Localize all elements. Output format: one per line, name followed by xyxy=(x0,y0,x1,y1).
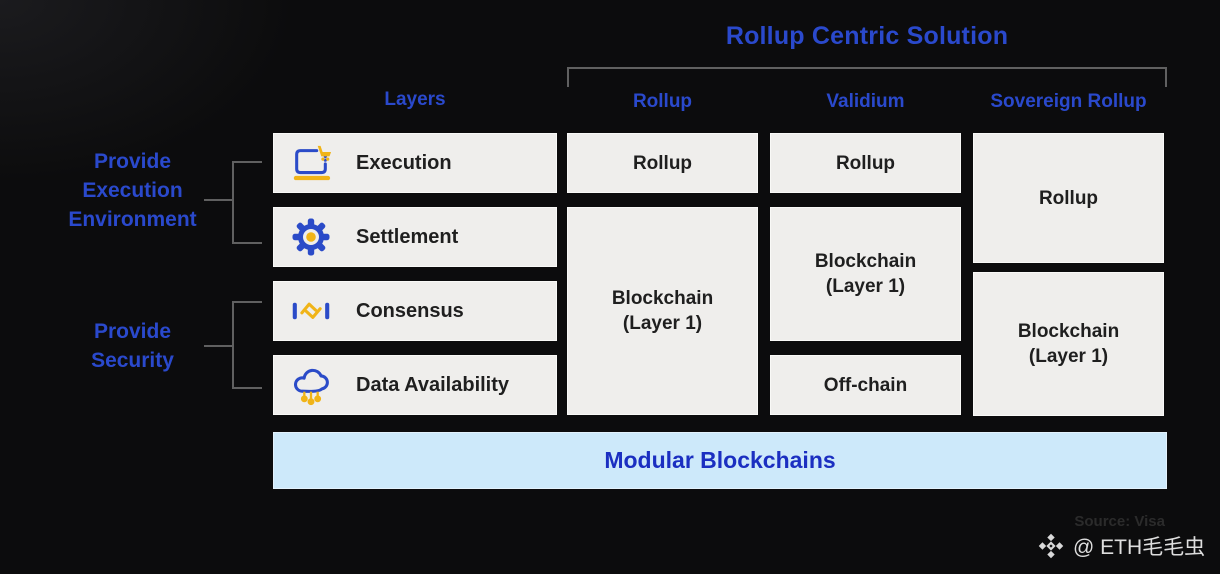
validium-blockchain-box: Blockchain (Layer 1) xyxy=(770,207,961,341)
modular-blockchains-bar: Modular Blockchains xyxy=(273,432,1167,489)
gear-icon xyxy=(290,216,332,258)
exec-bracket-bottom-stub xyxy=(232,242,262,244)
exec-bracket-top-stub xyxy=(232,161,262,163)
side-label-line: Execution xyxy=(82,179,183,202)
layer-label: Settlement xyxy=(356,225,459,248)
exec-bracket-vertical xyxy=(232,161,234,244)
top-bracket-left-end xyxy=(567,67,569,87)
box-label-line: (Layer 1) xyxy=(622,313,703,334)
layer-label: Execution xyxy=(356,151,452,174)
layer-box-data-availability: Data Availability xyxy=(273,355,557,415)
box-label-line: Blockchain xyxy=(1017,321,1120,342)
header-layers: Layers xyxy=(384,89,446,110)
side-label-provide-execution-environment: Provide Execution Environment xyxy=(25,147,240,234)
side-label-provide-security: Provide Security xyxy=(25,317,240,375)
sovereign-rollup-box: Rollup xyxy=(973,133,1164,263)
box-label: Off-chain xyxy=(823,374,908,396)
box-label: Rollup xyxy=(1038,187,1099,209)
layer-label: Data Availability xyxy=(356,373,510,396)
binance-logo-icon xyxy=(1038,533,1064,559)
header-sovereign-rollup: Sovereign Rollup xyxy=(990,91,1147,112)
layer-box-consensus: Consensus xyxy=(273,281,557,341)
rollup-col-blockchain-box: Blockchain (Layer 1) xyxy=(567,207,758,415)
box-label-line: Blockchain xyxy=(611,288,714,309)
diagram-title: Rollup Centric Solution xyxy=(725,22,1009,50)
sovereign-blockchain-box: Blockchain (Layer 1) xyxy=(973,272,1164,416)
watermark-text: @ ETH毛毛虫 xyxy=(1073,536,1206,559)
side-label-line: Security xyxy=(91,349,174,372)
header-validium: Validium xyxy=(826,91,905,112)
layer-box-execution: Execution xyxy=(273,133,557,193)
box-label: Rollup xyxy=(835,152,896,174)
security-bracket-label-dash xyxy=(204,345,233,347)
validium-rollup-box: Rollup xyxy=(770,133,961,193)
box-label: Blockchain (Layer 1) xyxy=(1018,319,1119,369)
validium-offchain-box: Off-chain xyxy=(770,355,961,415)
security-bracket-bottom-stub xyxy=(232,387,262,389)
side-label-line: Provide xyxy=(93,150,172,173)
box-label-line: (Layer 1) xyxy=(825,276,906,297)
cloud-network-icon xyxy=(290,364,332,406)
box-label-line: Blockchain xyxy=(814,251,917,272)
laptop-cart-icon xyxy=(290,142,332,184)
side-label-line: Provide xyxy=(93,320,172,343)
top-bracket-right-end xyxy=(1165,67,1167,87)
rollup-col-rollup-box: Rollup xyxy=(567,133,758,193)
box-label: Blockchain (Layer 1) xyxy=(815,249,916,299)
security-bracket-top-stub xyxy=(232,301,262,303)
box-label: Blockchain (Layer 1) xyxy=(612,286,713,336)
handshake-icon xyxy=(290,290,332,332)
source-credit: Source: Visa xyxy=(1074,513,1165,530)
layer-label: Consensus xyxy=(356,299,464,322)
security-bracket-vertical xyxy=(232,301,234,389)
top-bracket-horizontal xyxy=(567,67,1167,69)
watermark: @ ETH毛毛虫 xyxy=(1038,531,1205,561)
bar-label: Modular Blockchains xyxy=(604,447,836,473)
box-label: Rollup xyxy=(632,152,693,174)
side-label-line: Environment xyxy=(68,208,197,231)
header-rollup: Rollup xyxy=(632,91,693,112)
box-label-line: (Layer 1) xyxy=(1028,346,1109,367)
layer-box-settlement: Settlement xyxy=(273,207,557,267)
exec-bracket-label-dash xyxy=(204,199,233,201)
